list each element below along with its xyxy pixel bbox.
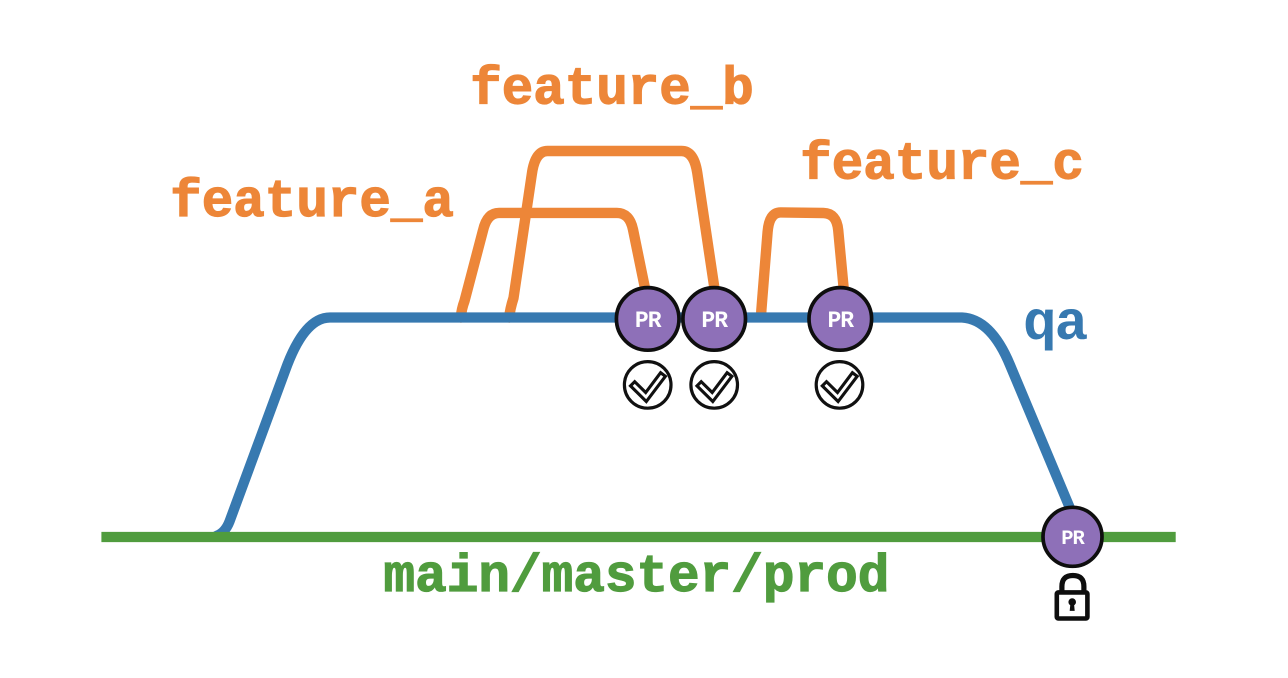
svg-text:PR: PR xyxy=(827,308,854,334)
svg-text:PR: PR xyxy=(635,308,662,334)
svg-text:qa: qa xyxy=(1023,292,1088,356)
svg-text:PR: PR xyxy=(701,308,728,334)
svg-text:main/master/prod: main/master/prod xyxy=(384,547,890,607)
svg-text:feature_c: feature_c xyxy=(800,135,1084,195)
svg-text:feature_a: feature_a xyxy=(170,172,454,232)
svg-text:feature_b: feature_b xyxy=(470,60,754,120)
svg-text:PR: PR xyxy=(1061,528,1085,551)
